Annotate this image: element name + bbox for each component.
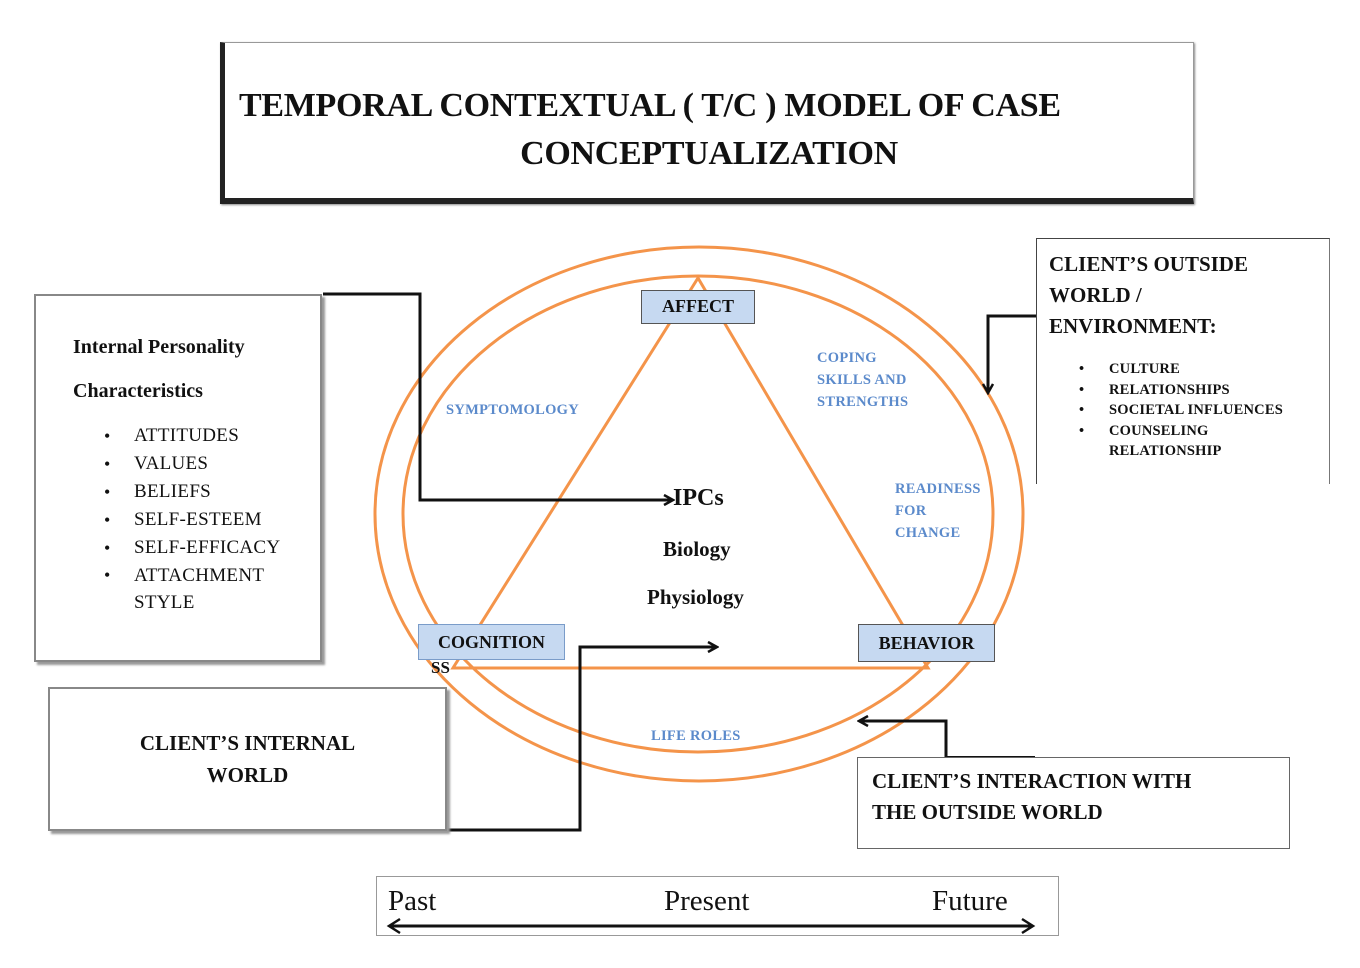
list-item: •ATTACHMENT STYLE bbox=[104, 562, 284, 616]
bullet-icon: • bbox=[1079, 381, 1085, 398]
label-coping-skills: COPING SKILLS AND STRENGTHS bbox=[817, 350, 909, 410]
stray-text: SS bbox=[431, 658, 450, 677]
interaction-label: CLIENT’S INTERACTION WITH THE OUTSIDE WO… bbox=[872, 769, 1192, 824]
list-item: •SOCIETAL INFLUENCES bbox=[1079, 400, 1283, 421]
list-item: •VALUES bbox=[104, 450, 284, 478]
outside-world-list: •CULTURE •RELATIONSHIPS •SOCIETAL INFLUE… bbox=[1079, 359, 1283, 462]
list-item: •SELF-ESTEEM bbox=[104, 506, 284, 534]
outer-ring bbox=[373, 245, 1025, 783]
bullet-icon: • bbox=[104, 454, 111, 474]
timeline-future: Future bbox=[932, 885, 1008, 917]
center-ipcs: IPCs bbox=[673, 485, 724, 511]
list-item: •ATTITUDES bbox=[104, 422, 284, 450]
list-item: •CULTURE bbox=[1079, 359, 1283, 380]
internal-personality-heading-2: Characteristics bbox=[73, 380, 203, 402]
connector-outside-world bbox=[988, 314, 1036, 392]
outside-world-heading: CLIENT’S OUTSIDE WORLD / ENVIRONMENT: bbox=[1049, 252, 1248, 338]
node-cognition: COGNITION bbox=[418, 624, 565, 660]
list-item: •COUNSELING RELATIONSHIP bbox=[1079, 422, 1222, 460]
center-physiology: Physiology bbox=[647, 585, 744, 609]
title-line-2: CONCEPTUALIZATION bbox=[520, 135, 898, 172]
internal-personality-box: Internal Personality Characteristics •AT… bbox=[34, 294, 322, 662]
bullet-icon: • bbox=[104, 565, 111, 585]
bullet-icon: • bbox=[1079, 402, 1085, 418]
bullet-icon: • bbox=[104, 510, 111, 530]
node-affect: AFFECT bbox=[641, 290, 755, 324]
bullet-icon: • bbox=[1079, 361, 1085, 377]
node-behavior: BEHAVIOR bbox=[858, 624, 995, 662]
label-life-roles: LIFE ROLES bbox=[651, 728, 741, 744]
timeline-box: Past Present Future bbox=[376, 876, 1059, 936]
timeline-present: Present bbox=[664, 885, 750, 917]
connector-internal-world bbox=[447, 647, 716, 832]
internal-world-box: CLIENT’S INTERNAL WORLD bbox=[48, 687, 447, 831]
outside-world-box: CLIENT’S OUTSIDE WORLD / ENVIRONMENT: •C… bbox=[1036, 238, 1330, 484]
internal-personality-list: •ATTITUDES •VALUES •BELIEFS •SELF-ESTEEM… bbox=[104, 422, 284, 616]
center-biology: Biology bbox=[663, 537, 731, 561]
bullet-icon: • bbox=[104, 538, 111, 558]
label-symptomology: SYMPTOMOLOGY bbox=[446, 402, 580, 418]
connector-interaction bbox=[860, 721, 948, 757]
triangle bbox=[450, 275, 931, 670]
internal-world-label: CLIENT’S INTERNAL WORLD bbox=[139, 731, 356, 787]
label-readiness-for-change: READINESS FOR CHANGE bbox=[895, 481, 981, 541]
timeline-past: Past bbox=[388, 885, 437, 917]
bullet-icon: • bbox=[1079, 422, 1085, 439]
list-item: •SELF-EFFICACY bbox=[104, 534, 284, 562]
list-item: •BELIEFS bbox=[104, 478, 284, 506]
internal-personality-heading-1: Internal Personality bbox=[73, 336, 245, 358]
list-item: •RELATIONSHIPS bbox=[1079, 380, 1283, 401]
bullet-icon: • bbox=[104, 482, 111, 502]
title-box: TEMPORAL CONTEXTUAL ( T/C ) MODEL OF CAS… bbox=[220, 42, 1194, 204]
interaction-box: CLIENT’S INTERACTION WITH THE OUTSIDE WO… bbox=[857, 757, 1290, 849]
connector-ipc-to-center bbox=[323, 292, 672, 500]
title-line-1: TEMPORAL CONTEXTUAL ( T/C ) MODEL OF CAS… bbox=[239, 87, 1061, 124]
bullet-icon: • bbox=[104, 426, 111, 446]
